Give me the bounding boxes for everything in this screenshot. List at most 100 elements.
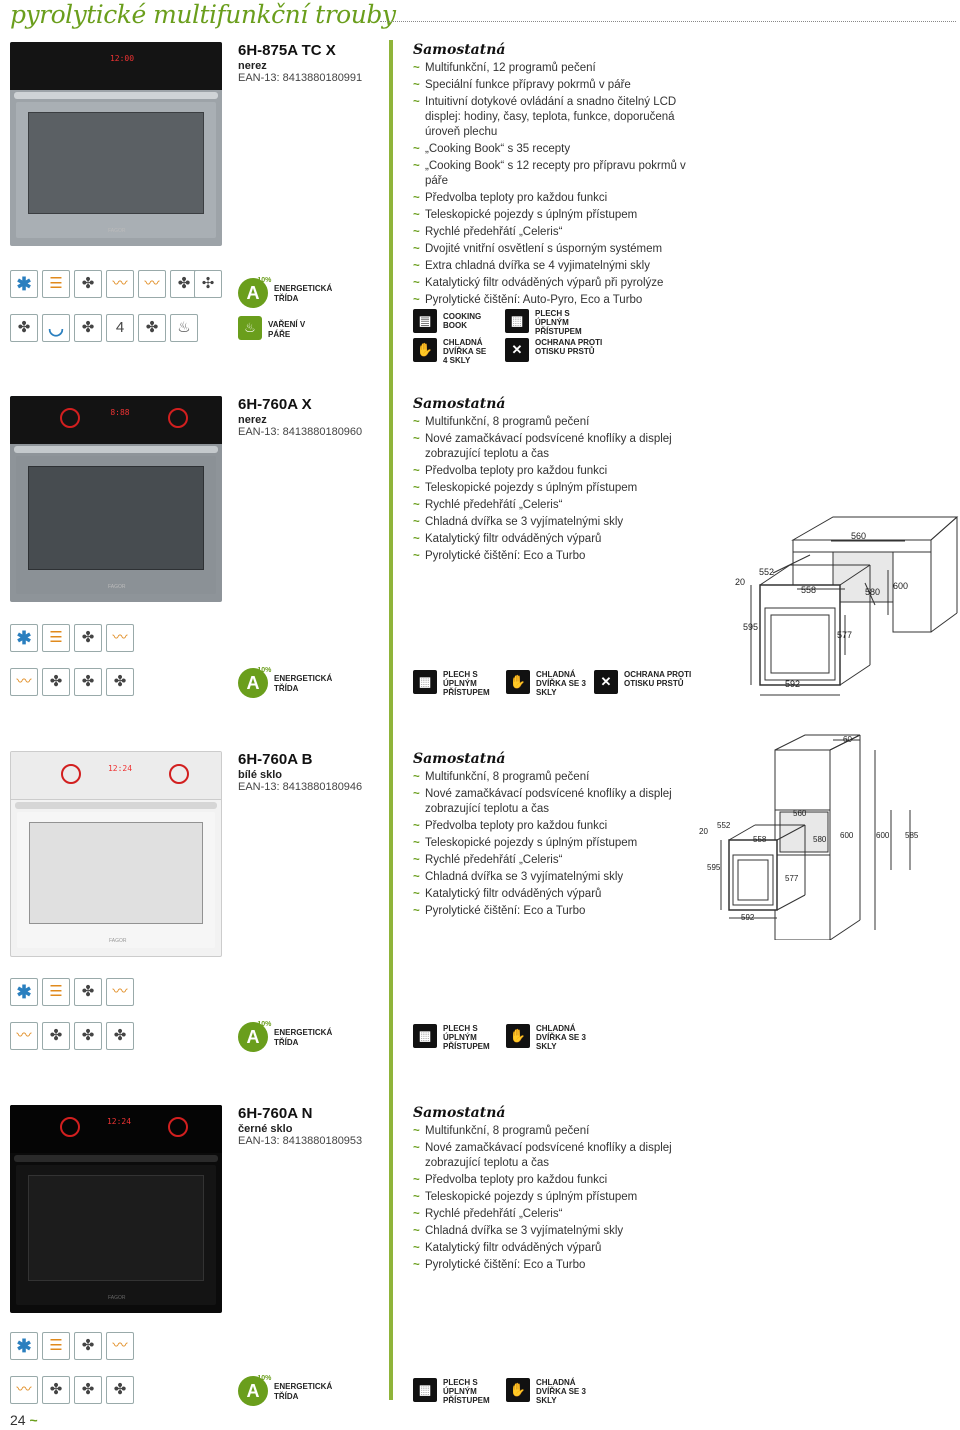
tray-feature: ▦ PLECH S ÚPLNÝM PŘÍSTUPEM <box>505 309 595 341</box>
feature-item: Dvojité vnitřní osvětlení s úsporným sys… <box>413 242 693 257</box>
hand-icon: ✋ <box>506 1024 530 1048</box>
fingerprint-icon: ✕ <box>505 338 529 362</box>
dim-label: 580 <box>813 835 827 844</box>
feature-item: Nové zamačkávací podsvícené knoflíky a d… <box>413 1141 693 1171</box>
oven-display: 12:24 <box>107 764 133 773</box>
fan-grill-icon: ✤ <box>42 1022 70 1050</box>
fan-grill-icon: ✤ <box>42 1376 70 1404</box>
feature-item: Teleskopické pojezdy s úplným přístupem <box>413 1190 693 1205</box>
oven-display: 12:00 <box>109 54 135 63</box>
fan-grill-icon: ✤ <box>170 270 198 298</box>
feature-item: Teleskopické pojezdy s úplným přístupem <box>413 481 693 496</box>
section-label: Samostatná <box>413 42 506 58</box>
feature-item: „Cooking Book“ s 12 recepty pro přípravu… <box>413 159 693 189</box>
grill-icon: 〰 <box>106 270 134 298</box>
feature-item: Teleskopické pojezdy s úplným přístupem <box>413 208 693 223</box>
fan-heat-icon: ✤ <box>106 668 134 696</box>
fan-heat-icon: ✤ <box>74 314 102 342</box>
defrost-icon: ✱ <box>10 624 38 652</box>
dim-label: 552 <box>717 821 731 830</box>
feature-item: Teleskopické pojezdy s úplným přístupem <box>413 836 693 851</box>
fan-top-icon: ✤ <box>138 314 166 342</box>
chef-icon: ♨ <box>170 314 198 342</box>
dim-label: 577 <box>837 630 852 640</box>
tray-icon: ▦ <box>413 1378 437 1402</box>
tray-feature: ▦ PLECH S ÚPLNÝM PŘÍSTUPEM <box>413 1024 503 1056</box>
fan-bottom-icon: ✤ <box>74 1376 102 1404</box>
dim-label: 595 <box>707 863 721 872</box>
feature-item: Katalytický filtr odváděných výparů <box>413 887 693 902</box>
fan-heat-icon: ✤ <box>106 1376 134 1404</box>
steam-cup-icon: ◡ <box>42 314 70 342</box>
tray-icon: ▦ <box>413 1024 437 1048</box>
cold-door-feature: ✋ CHLADNÁ DVÍŘKA SE 4 SKLY <box>413 338 503 370</box>
feature-item: Pyrolytické čištění: Eco a Turbo <box>413 549 693 564</box>
product-info: 6H-760A N černé sklo EAN-13: 84138801809… <box>238 1105 362 1147</box>
page-title: pyrolytické multifunkční trouby <box>10 0 396 29</box>
cold-door-feature: ✋ CHLADNÁ DVÍŘKA SE 3 SKLY <box>506 1378 596 1410</box>
feature-item: Předvolba teploty pro každou funkci <box>413 191 693 206</box>
bottom-heat-icon: ☰ <box>42 624 70 652</box>
product-finish: nerez <box>238 60 267 72</box>
level-4-icon: 4 <box>106 314 134 342</box>
dim-label: 595 <box>743 622 758 632</box>
feature-item: Intuitivní dotykové ovládání a snadno či… <box>413 95 693 140</box>
defrost-icon: ✱ <box>10 270 38 298</box>
fan-bottom-icon: ✤ <box>10 314 38 342</box>
product-info: 6H-760A B bílé sklo EAN-13: 841388018094… <box>238 751 362 793</box>
oven-image: 12:24 FAGOR <box>10 751 222 957</box>
fan-icon: ✤ <box>74 270 102 298</box>
page-header: pyrolytické multifunkční trouby <box>0 0 960 30</box>
feature-item: Chladná dvířka se 3 vyjímatelnými skly <box>413 515 693 530</box>
feature-list: Samostatná Multifunkční, 12 programů peč… <box>413 42 693 310</box>
feature-item: Katalytický filtr odváděných výparů <box>413 1241 693 1256</box>
fan-icon: ✤ <box>74 978 102 1006</box>
dim-label: 60 <box>843 735 852 744</box>
bottom-heat-icon: ☰ <box>42 978 70 1006</box>
feature-item: Nové zamačkávací podsvícené knoflíky a d… <box>413 787 693 817</box>
tray-feature: ▦ PLECH S ÚPLNÝM PŘÍSTUPEM <box>413 670 503 702</box>
product-name: 6H-760A N <box>238 1105 313 1122</box>
feature-item: Rychlé předehřátí „Celeris“ <box>413 853 693 868</box>
product-ean: EAN-13: 8413880180953 <box>238 1135 363 1147</box>
product-name: 6H-760A B <box>238 751 313 768</box>
hand-icon: ✋ <box>413 338 437 362</box>
dim-label: 560 <box>851 531 866 541</box>
steam-icon: ♨ <box>238 316 262 340</box>
dim-label: 558 <box>753 835 767 844</box>
dim-label: 592 <box>785 679 800 689</box>
product-ean: EAN-13: 8413880180946 <box>238 781 363 793</box>
feature-item: Předvolba teploty pro každou funkci <box>413 1173 693 1188</box>
cold-door-feature: ✋ CHLADNÁ DVÍŘKA SE 3 SKLY <box>506 670 596 702</box>
feature-item: Rychlé předehřátí „Celeris“ <box>413 498 693 513</box>
dim-label: 600 <box>893 581 908 591</box>
feature-list: Samostatná Multifunkční, 8 programů peče… <box>413 1105 693 1275</box>
fingerprint-feature: ✕ OCHRANA PROTI OTISKU PRSTŮ <box>594 670 691 702</box>
divider-line <box>389 40 393 1400</box>
turbo-fan-icon: ✣ <box>194 270 222 298</box>
grill-full-icon: 〰 <box>10 1376 38 1404</box>
feature-list: Samostatná Multifunkční, 8 programů peče… <box>413 396 693 566</box>
defrost-icon: ✱ <box>10 1332 38 1360</box>
feature-item: „Cooking Book“ s 35 recepty <box>413 142 693 157</box>
dim-label: 600 <box>876 831 890 840</box>
oven-display: 8:88 <box>110 408 130 417</box>
fingerprint-feature: ✕ OCHRANA PROTI OTISKU PRSTŮ <box>505 338 602 370</box>
oven-image: 12:24 FAGOR <box>10 1105 222 1313</box>
page-number: 24 ~ <box>10 1412 38 1428</box>
product-info: 6H-760A X nerez EAN-13: 8413880180960 <box>238 396 362 438</box>
section-label: Samostatná <box>413 1105 506 1121</box>
feature-item: Multifunkční, 8 programů pečení <box>413 415 693 430</box>
feature-item: Katalytický filtr odváděných výparů <box>413 532 693 547</box>
feature-item: Pyrolytické čištění: Auto-Pyro, Eco a Tu… <box>413 293 693 308</box>
energy-class: A -10% ENERGETICKÁ TŘÍDA <box>238 277 338 310</box>
hand-icon: ✋ <box>506 1378 530 1402</box>
fan-bottom-icon: ✤ <box>74 668 102 696</box>
dim-label: 560 <box>793 809 807 818</box>
feature-list: Samostatná Multifunkční, 8 programů peče… <box>413 751 693 921</box>
energy-class: A -10% ENERGETICKÁ TŘÍDA <box>238 667 338 700</box>
feature-item: Multifunkční, 12 programů pečení <box>413 61 693 76</box>
cooking-book-feature: ▤ COOKING BOOK <box>413 309 503 341</box>
dim-label: 20 <box>735 577 745 587</box>
grill-full-icon: 〰 <box>10 668 38 696</box>
